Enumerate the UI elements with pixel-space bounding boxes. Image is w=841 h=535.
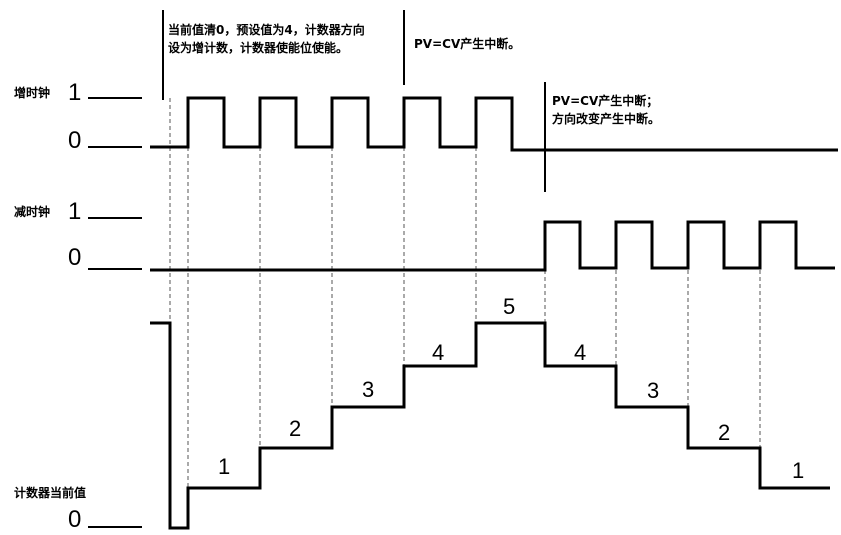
direction-annotation-line1: PV=CV产生中断； xyxy=(552,93,658,108)
up-clock-row: 增时钟 1 0 xyxy=(14,79,838,154)
counter-value-label: 3 xyxy=(647,378,659,403)
counter-value-label: 2 xyxy=(718,420,730,445)
counter-value-label: 4 xyxy=(574,340,586,365)
counter-row: 计数器当前值 0 1 2 3 4 5 4 3 2 1 xyxy=(14,294,830,533)
down-clock-low-level: 0 xyxy=(68,244,81,271)
counter-value-label: 1 xyxy=(792,458,804,483)
up-clock-low-level: 0 xyxy=(68,127,81,154)
init-annotation-line2: 设为增计数，计数器使能位使能。 xyxy=(168,40,348,55)
counter-value-label: 4 xyxy=(432,340,444,365)
init-annotation-line1: 当前值清0，预设值为4，计数器方向 xyxy=(168,22,365,37)
counter-value-label: 5 xyxy=(503,294,515,319)
down-clock-high-level: 1 xyxy=(68,198,81,225)
up-clock-waveform xyxy=(150,96,838,152)
counter-value-label: 3 xyxy=(362,377,374,402)
down-clock-waveform xyxy=(150,220,835,272)
counter-label: 计数器当前值 xyxy=(14,485,86,500)
down-clock-row: 减时钟 1 0 xyxy=(14,198,835,272)
up-clock-label: 增时钟 xyxy=(14,85,50,100)
counter-value-label: 2 xyxy=(289,416,301,441)
direction-annotation-line2: 方向改变产生中断。 xyxy=(552,111,660,126)
counter-low-level: 0 xyxy=(68,506,81,533)
counter-waveform xyxy=(150,321,830,530)
counter-value-label: 1 xyxy=(218,454,230,479)
up-clock-high-level: 1 xyxy=(68,79,81,106)
down-clock-label: 减时钟 xyxy=(14,204,50,219)
pv-cv-annotation: PV=CV产生中断。 xyxy=(414,36,520,51)
